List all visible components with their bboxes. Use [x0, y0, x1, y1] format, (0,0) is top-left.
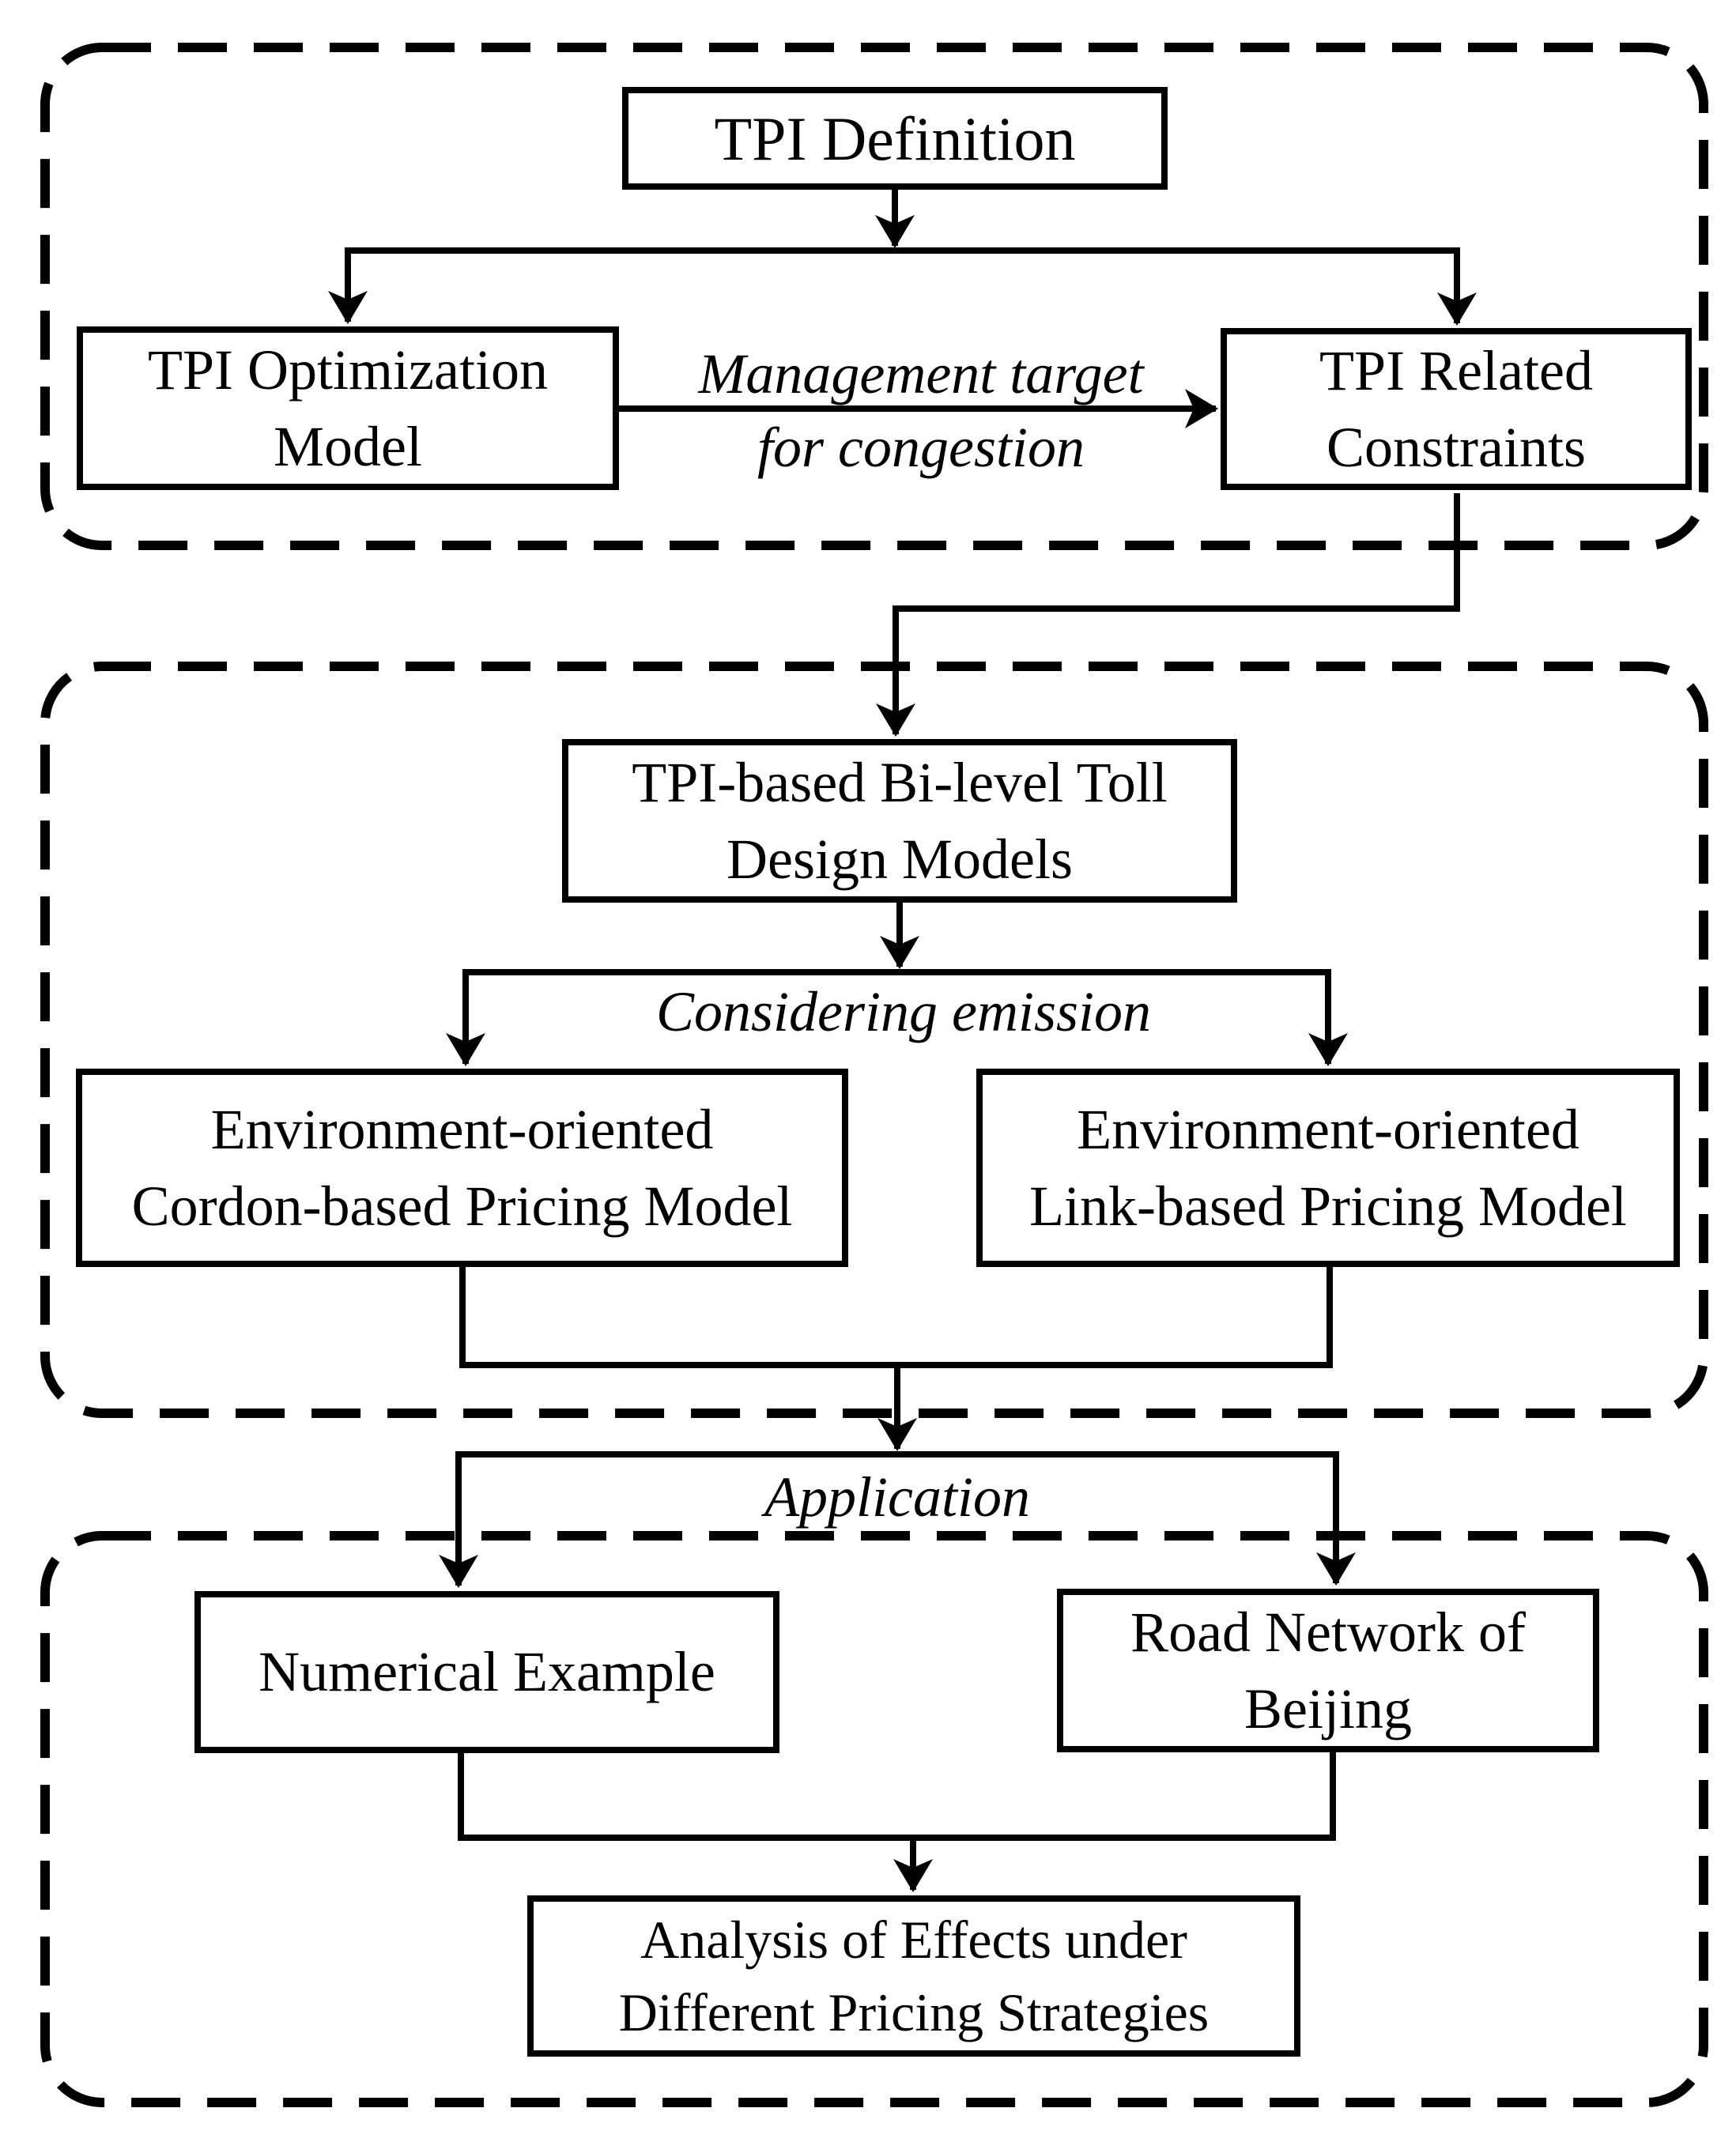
box-tpi-based-bilevel-toll: TPI-based Bi-level Toll Design Models [562, 739, 1237, 903]
edge-label-line: Considering emission [655, 980, 1152, 1043]
box-text-line: Road Network of [1130, 1600, 1526, 1664]
box-text-line: Beijing [1244, 1676, 1412, 1740]
connector-related-to-bilevel-arrow [876, 493, 1460, 737]
box-tpi-definition: TPI Definition [622, 87, 1168, 190]
edge-label-management-target: Management target for congestion [644, 338, 1198, 485]
edge-label-line: Application [764, 1465, 1030, 1529]
box-text-line: TPI Related [1319, 338, 1593, 402]
edge-label-application: Application [621, 1464, 1174, 1530]
box-env-cordon-pricing: Environment-oriented Cordon-based Pricin… [76, 1069, 848, 1267]
box-text-line: TPI Optimization [148, 338, 548, 402]
box-text-line: Model [274, 414, 422, 478]
box-text-line: Link-based Pricing Model [1029, 1174, 1627, 1238]
box-analysis-effects: Analysis of Effects under Different Pric… [527, 1895, 1300, 2057]
box-text-line: Constraints [1326, 415, 1586, 479]
box-env-link-pricing: Environment-oriented Link-based Pricing … [976, 1069, 1680, 1267]
dashed-region-toll-models-stage [40, 662, 1708, 1418]
dashed-region-tpi-definition-stage [40, 43, 1708, 550]
box-numerical-example: Numerical Example [194, 1591, 779, 1753]
edge-label-line: for congestion [757, 416, 1085, 479]
box-text-line: Design Models [726, 827, 1073, 891]
box-text-line: Environment-oriented [1077, 1097, 1579, 1161]
box-text-line: Different Pricing Strategies [618, 1982, 1210, 2042]
box-text-line: Numerical Example [259, 1640, 715, 1703]
box-text-line: TPI-based Bi-level Toll [632, 750, 1168, 814]
dashed-region-application-stage [40, 1531, 1708, 2107]
box-text-line: TPI Definition [714, 104, 1076, 173]
box-text-line: Cordon-based Pricing Model [131, 1174, 793, 1238]
box-tpi-related-constraints: TPI Related Constraints [1221, 328, 1692, 490]
edge-label-considering-emission: Considering emission [587, 979, 1220, 1045]
box-text-line: Analysis of Effects under [640, 1910, 1187, 1970]
box-text-line: Environment-oriented [210, 1097, 714, 1161]
box-road-network-beijing: Road Network of Beijing [1057, 1589, 1599, 1752]
edge-label-line: Management target [698, 342, 1144, 405]
box-tpi-optimization-model: TPI Optimization Model [77, 326, 619, 490]
